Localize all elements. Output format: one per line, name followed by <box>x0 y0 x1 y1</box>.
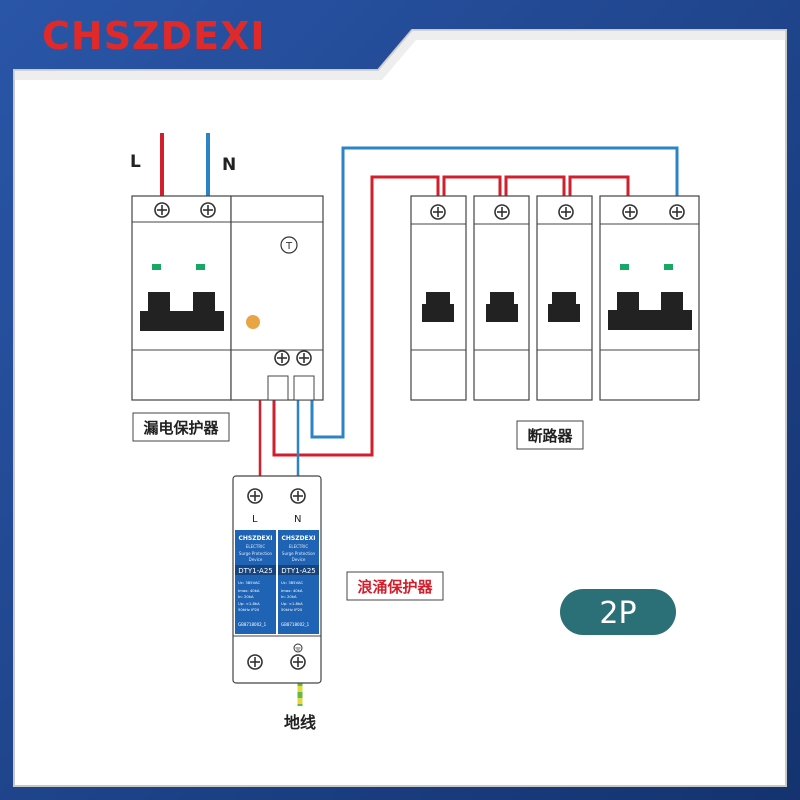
spd-label-box <box>346 571 444 601</box>
rcbo-out-neutral-screw <box>296 350 312 366</box>
svg-text:Surge Protection: Surge Protection <box>239 551 273 556</box>
line-jumper-2 <box>504 175 566 212</box>
spd-line-terminal-label: L <box>252 514 258 525</box>
spd-line-screw <box>247 488 263 504</box>
svg-text:CHSZDEXI: CHSZDEXI <box>281 535 315 542</box>
svg-text:ELECTRIC: ELECTRIC <box>246 544 265 549</box>
rcbo-label: 漏电保护器 <box>143 419 219 437</box>
svg-text:Up: <1.8kA: Up: <1.8kA <box>238 601 260 606</box>
breaker-3-toggle[interactable] <box>548 304 580 322</box>
svg-text:Surge Protection: Surge Protection <box>282 551 316 556</box>
incoming-line-label: L <box>130 152 141 172</box>
spd-bottom-screw <box>247 654 263 670</box>
rcbo-toggle-2[interactable] <box>193 292 215 314</box>
breaker-1-toggle[interactable] <box>422 304 454 322</box>
breaker-main-indicator-2 <box>664 264 673 270</box>
test-button-label: T <box>285 241 293 252</box>
spd-device: L N CHSZDEXI ELECTRIC Surge Protection D… <box>232 475 322 684</box>
svg-text:DTY1-A25: DTY1-A25 <box>238 567 272 575</box>
rcbo-indicator-1 <box>152 264 161 270</box>
rcbo-label-box <box>132 412 230 442</box>
spd-module-1: CHSZDEXI ELECTRIC Surge Protection Devic… <box>235 530 276 634</box>
rcbo-toggle-1[interactable] <box>148 292 170 314</box>
svg-text:CHSZDEXI: CHSZDEXI <box>238 535 272 542</box>
breaker-main-indicator-1 <box>620 264 629 270</box>
svg-text:ELECTRIC: ELECTRIC <box>289 544 308 549</box>
svg-text:50kHz IP20: 50kHz IP20 <box>281 607 303 612</box>
svg-text:Uc: 385VAC: Uc: 385VAC <box>281 580 303 585</box>
pole-badge <box>560 589 676 635</box>
rcbo-neutral-screw <box>200 202 216 218</box>
spd-neutral-terminal-label: N <box>294 514 301 525</box>
pole-badge-text: 2P <box>599 596 636 631</box>
breaker-2-toggle[interactable] <box>486 304 518 322</box>
incoming-neutral-label: N <box>222 155 236 175</box>
svg-text:Imax: 40kA: Imax: 40kA <box>238 588 260 593</box>
svg-text:Up: <1.8kA: Up: <1.8kA <box>281 601 303 606</box>
breaker-3 <box>536 195 593 401</box>
svg-text:Device: Device <box>292 557 306 562</box>
svg-text:Device: Device <box>249 557 263 562</box>
line-jumper-1 <box>442 175 502 212</box>
spd-module-2: CHSZDEXI ELECTRIC Surge Protection Devic… <box>278 530 319 634</box>
svg-text:50kHz IP20: 50kHz IP20 <box>238 607 260 612</box>
content-panel <box>13 29 787 787</box>
svg-text:GB8718002_1: GB8718002_1 <box>281 622 310 627</box>
line-jumper-3 <box>568 175 630 212</box>
svg-text:Uc: 385VAC: Uc: 385VAC <box>238 580 260 585</box>
rcbo-line-screw <box>154 202 170 218</box>
test-button[interactable] <box>280 236 298 254</box>
svg-text:GB8718002_1: GB8718002_1 <box>238 622 267 627</box>
rcbo-out-line-screw <box>274 350 290 366</box>
svg-text:In: 20kA: In: 20kA <box>281 594 297 599</box>
breaker-main-2p <box>599 195 700 401</box>
spd-neutral-screw <box>290 488 306 504</box>
rcbo-indicator-2 <box>196 264 205 270</box>
breaker-main-toggle[interactable] <box>608 310 692 330</box>
brand-logo: CHSZDEXI <box>42 14 266 58</box>
svg-text:Imax: 40kA: Imax: 40kA <box>281 588 303 593</box>
spd-label: 浪涌保护器 <box>357 578 433 596</box>
panel-bevel <box>14 30 786 80</box>
breaker-1 <box>410 195 467 401</box>
breakers-label-box <box>516 420 584 450</box>
ground-label: 地线 <box>284 713 316 732</box>
rcbo-device: T <box>131 195 324 401</box>
svg-text:In: 20kA: In: 20kA <box>238 594 254 599</box>
svg-text:DTY1-A25: DTY1-A25 <box>281 567 315 575</box>
rcbo-toggle-bar[interactable] <box>140 311 224 331</box>
breaker-2 <box>473 195 530 401</box>
rcbo-status-dot <box>246 315 260 329</box>
breakers-label: 断路器 <box>527 427 573 445</box>
spd-ground-screw <box>290 654 306 670</box>
